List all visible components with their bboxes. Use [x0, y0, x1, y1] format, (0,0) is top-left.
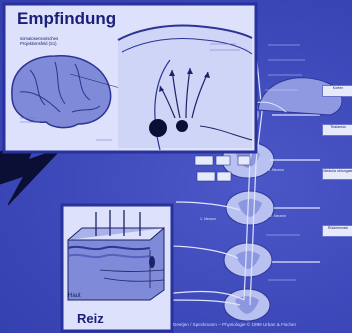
label-third-neuron: 3. Neuron	[268, 168, 284, 172]
thalamus-dot-2	[176, 120, 188, 132]
side-label-kortex: Kortex	[322, 85, 352, 97]
label-second-neuron: 2. Neuron	[270, 214, 286, 218]
side-label-rueckenmark: Rückenmark	[322, 225, 352, 237]
side-label-thalamus: Thalamus	[322, 124, 352, 136]
panel-title: Empfindung	[17, 9, 116, 29]
credit-line: Deetjen / Speckmann – Physiologie © 1999…	[173, 322, 296, 327]
side-label-medulla: Medulla oblongata	[322, 168, 352, 180]
cortex-label: somatosensorisches Projektionsfeld (S1)	[20, 36, 64, 46]
stimulus-title: Reiz	[77, 311, 104, 326]
thalamus-dot-1	[149, 119, 167, 137]
label-first-neuron: 1. Neuron	[200, 217, 216, 221]
skin-label: Haut	[68, 293, 81, 299]
